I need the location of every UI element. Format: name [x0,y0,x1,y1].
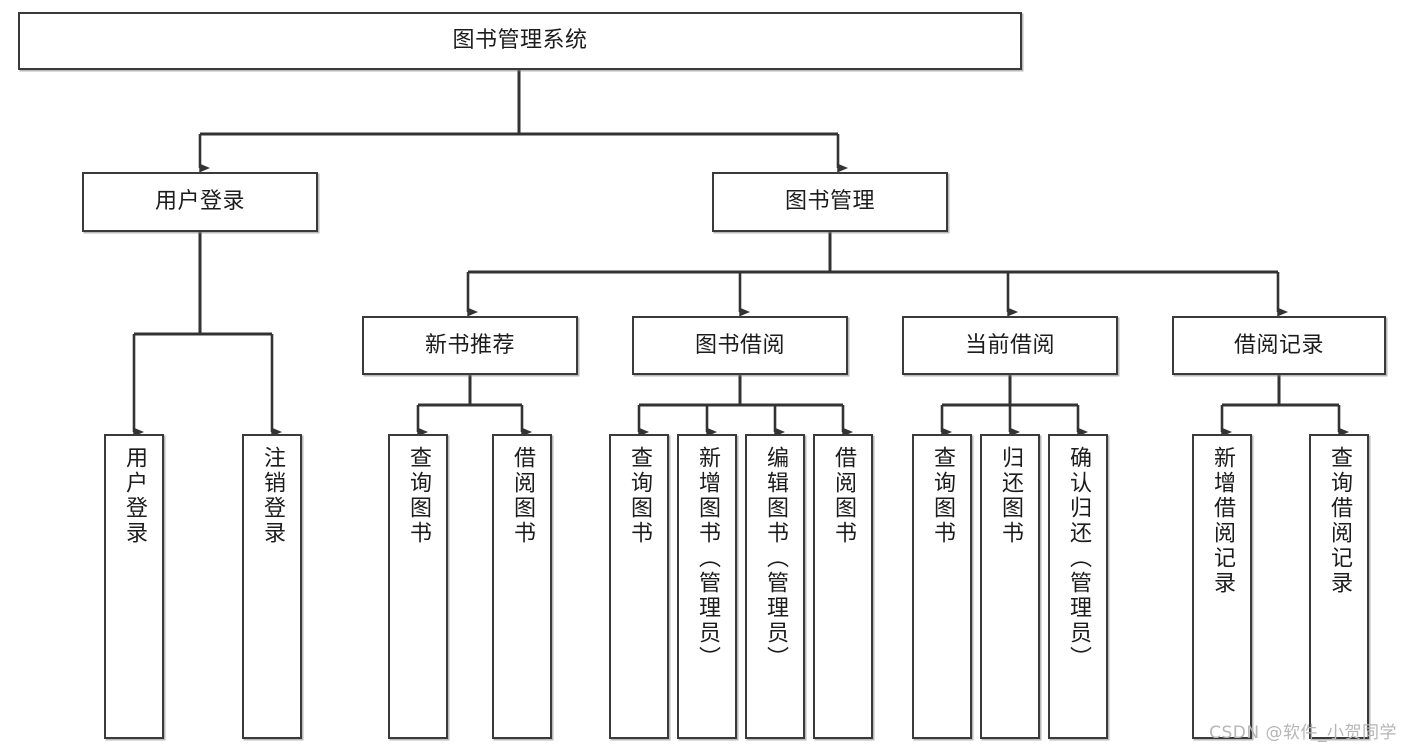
node-book-management[interactable]: 图书管理 [712,172,948,232]
node-label: 编辑图书（管理员） [763,446,788,671]
node-label: 归还图书 [998,446,1023,546]
node-label: 新书推荐 [424,332,515,358]
node-label: 当前借阅 [964,332,1055,358]
node-leaf-query-book-current[interactable]: 查询图书 [912,434,972,739]
node-label: 用户登录 [122,446,147,546]
node-leaf-query-book[interactable]: 查询图书 [609,434,669,739]
node-label: 图书借阅 [694,332,785,358]
node-label: 查询图书 [406,446,431,546]
node-leaf-borrow-book-recommend[interactable]: 借阅图书 [492,434,552,739]
node-label: 借阅图书 [831,446,856,546]
node-label: 新增图书（管理员） [695,446,720,671]
node-label: 图书管理系统 [452,28,588,54]
node-leaf-borrow-book[interactable]: 借阅图书 [813,434,873,739]
node-book-borrow[interactable]: 图书借阅 [632,316,848,375]
node-label: 借阅记录 [1233,332,1324,358]
node-label: 确认归还（管理员） [1066,446,1091,671]
node-leaf-query-book-recommend[interactable]: 查询图书 [388,434,448,739]
node-label: 图书管理 [784,189,875,215]
node-label: 查询图书 [930,446,955,546]
node-leaf-confirm-return-admin[interactable]: 确认归还（管理员） [1048,434,1108,739]
node-borrow-record[interactable]: 借阅记录 [1172,316,1386,375]
node-new-book-recommend[interactable]: 新书推荐 [362,316,578,375]
node-leaf-edit-book-admin[interactable]: 编辑图书（管理员） [745,434,805,739]
node-leaf-user-login[interactable]: 用户登录 [104,434,164,739]
node-label: 新增借阅记录 [1210,446,1235,596]
node-leaf-logout[interactable]: 注销登录 [242,434,302,739]
node-label: 查询借阅记录 [1327,446,1352,596]
node-leaf-add-book-admin[interactable]: 新增图书（管理员） [677,434,737,739]
node-current-borrow[interactable]: 当前借阅 [902,316,1118,375]
node-label: 注销登录 [260,446,285,546]
node-label: 查询图书 [627,446,652,546]
node-label: 借阅图书 [510,446,535,546]
node-leaf-query-borrow-record[interactable]: 查询借阅记录 [1309,434,1369,739]
node-root-book-management-system[interactable]: 图书管理系统 [18,12,1022,70]
node-label: 用户登录 [154,189,245,215]
node-leaf-add-borrow-record[interactable]: 新增借阅记录 [1192,434,1252,739]
node-user-login[interactable]: 用户登录 [82,172,318,232]
node-leaf-return-book[interactable]: 归还图书 [980,434,1040,739]
